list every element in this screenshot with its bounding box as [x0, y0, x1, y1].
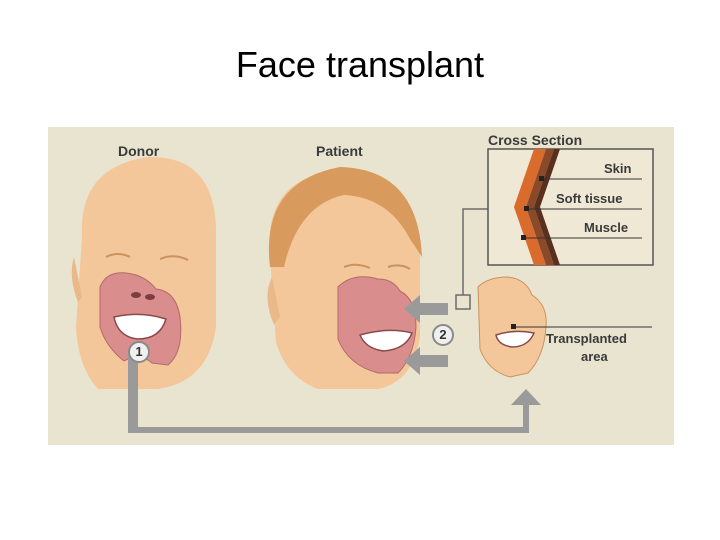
- soft-tissue-label: Soft tissue: [556, 191, 622, 206]
- patient-label: Patient: [316, 143, 363, 159]
- muscle-label: Muscle: [584, 220, 628, 235]
- transplanted-area-label-line1: Transplanted: [546, 331, 627, 346]
- cross-section-label: Cross Section: [488, 132, 582, 148]
- step-1-badge: 1: [128, 341, 150, 363]
- diagram-illustration: [48, 127, 674, 445]
- skin-label: Skin: [604, 161, 631, 176]
- face-transplant-diagram: Donor Patient Cross Section Skin Soft ti…: [48, 127, 674, 445]
- patient-head: [267, 167, 422, 389]
- transplanted-area-label-line2: area: [581, 349, 608, 364]
- step-2-badge: 2: [432, 324, 454, 346]
- slide-title: Face transplant: [0, 44, 720, 86]
- donor-label: Donor: [118, 143, 159, 159]
